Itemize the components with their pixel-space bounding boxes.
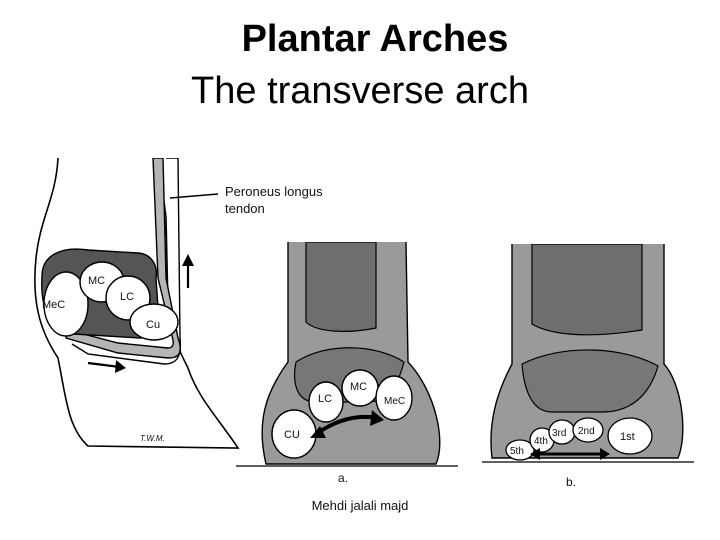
- bone-mec: [43, 271, 89, 337]
- label-cu: Cu: [146, 319, 160, 331]
- label-mec-a: MeC: [384, 396, 405, 407]
- arrow-right-icon: [87, 361, 121, 369]
- caption-b: b.: [566, 475, 576, 489]
- label-mec: MeC: [42, 299, 65, 311]
- bone-mec-a: [375, 375, 413, 421]
- bone-lc-a: [308, 381, 344, 423]
- figure-b-metatarsal-section: 5th 4th 3rd 2nd 1st b.: [482, 244, 694, 489]
- peroneus-longus-figure: MC MeC LC Cu Peroneus longus tendon T.W.…: [34, 158, 323, 449]
- label-5th: 5th: [510, 446, 524, 457]
- label-1st: 1st: [620, 431, 635, 443]
- tendon-pointer-line: [169, 193, 219, 199]
- label-3rd: 3rd: [552, 428, 566, 439]
- tendon-label-line1: Peroneus longus: [225, 184, 323, 199]
- figure-a-transverse-section: MC LC MeC CU a.: [236, 242, 458, 485]
- tendon-label-line2: tendon: [225, 201, 265, 216]
- label-cu-a: CU: [284, 429, 300, 441]
- caption-a: a.: [338, 471, 348, 485]
- tibia-fibula-a: [305, 242, 377, 332]
- bone-cu: [129, 303, 179, 341]
- metatarsal-5: [505, 439, 535, 461]
- tibia-fibula-b: [531, 244, 643, 336]
- footer-credit: Mehdi jalali majd: [311, 498, 409, 513]
- artist-signature: T.W.M.: [140, 434, 165, 443]
- label-mc: MC: [88, 275, 105, 287]
- label-lc: LC: [120, 291, 134, 303]
- label-4th: 4th: [534, 436, 548, 447]
- metatarsal-2: [572, 417, 604, 443]
- label-2nd: 2nd: [578, 426, 595, 437]
- label-lc-a: LC: [318, 393, 332, 405]
- metatarsal-1: [607, 417, 653, 455]
- label-mc-a: MC: [350, 381, 367, 393]
- slide-subtitle: The transverse arch: [191, 70, 529, 112]
- slide-title: Plantar Arches: [241, 18, 509, 60]
